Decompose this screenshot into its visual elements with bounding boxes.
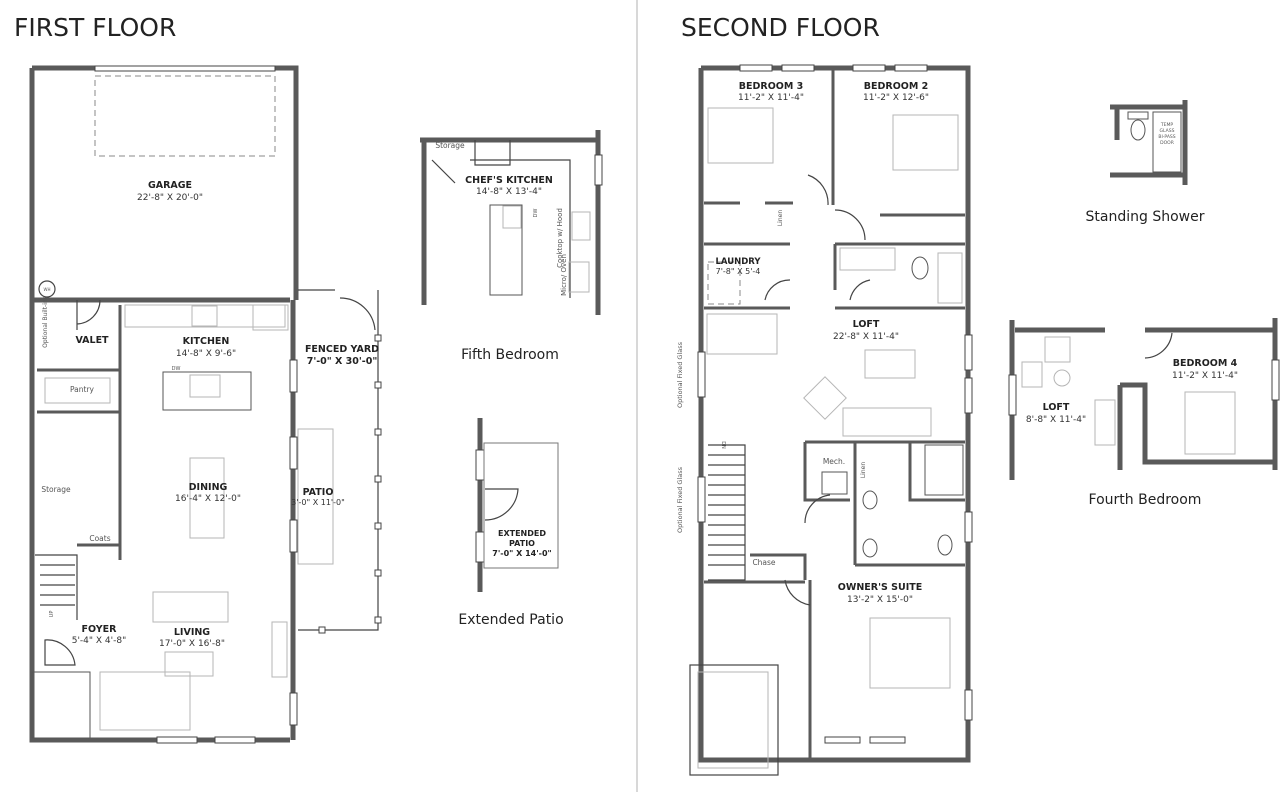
stairs-down-label: DN <box>720 441 726 449</box>
linen-label-2: Linen <box>860 462 867 479</box>
extended-patio-dims: 7'-0" X 14'-0" <box>492 549 551 558</box>
garage-dims: 22'-8" X 20'-0" <box>137 193 203 203</box>
patio-label: PATIO <box>303 487 334 498</box>
loft-option-dims: 8'-8" X 11'-4" <box>1026 415 1086 425</box>
loft-label: LOFT <box>853 319 880 330</box>
living-label: LIVING <box>174 627 210 638</box>
shower-note-2: GLASS <box>1160 128 1175 134</box>
chef-storage-label: Storage <box>435 141 465 150</box>
chase-label: Chase <box>752 558 775 567</box>
dishwasher-label: DW <box>172 366 181 372</box>
fourth-bedroom-caption: Fourth Bedroom <box>1089 492 1202 508</box>
living-dims: 17'-0" X 16'-8" <box>159 639 225 649</box>
fenced-yard-label: FENCED YARD <box>305 344 379 355</box>
loft-option-label: LOFT <box>1043 402 1070 413</box>
coats-label: Coats <box>89 534 110 543</box>
patio-dims: 3'-0" X 11'-0" <box>291 498 345 507</box>
water-heater-label: WH <box>44 287 51 292</box>
optional-builtins-label: Optional Built-ins <box>42 296 49 348</box>
kitchen-label: KITCHEN <box>183 336 230 347</box>
fourth-bedroom-option-plan <box>1008 318 1280 480</box>
fifth-bedroom-caption: Fifth Bedroom <box>461 347 559 363</box>
mech-label: Mech. <box>823 457 845 466</box>
shower-note-1: TEMP <box>1160 122 1173 128</box>
bedroom2-label: BEDROOM 2 <box>864 81 928 92</box>
extended-patio-line1: EXTENDED <box>498 529 546 538</box>
bedroom4-dims: 11'-2" X 11'-4" <box>1172 371 1238 381</box>
extended-patio-option-plan <box>475 418 559 592</box>
shower-note-4: DOOR <box>1160 140 1174 146</box>
laundry-label: LAUNDRY <box>715 257 761 267</box>
bedroom4-label: BEDROOM 4 <box>1173 358 1238 369</box>
loft-dims: 22'-8" X 11'-4" <box>833 332 899 342</box>
shower-note-3: BI-PASS <box>1158 134 1175 140</box>
micro-oven-label: Micro/ Oven <box>560 254 568 296</box>
bedroom3-label: BEDROOM 3 <box>739 81 803 92</box>
optional-fixed-glass-label-2: Optional Fixed Glass <box>676 466 684 533</box>
second-floor-title: SECOND FLOOR <box>681 13 880 42</box>
garage-label: GARAGE <box>148 180 192 191</box>
cooktop-label: Cooktop w/ Hood <box>556 208 564 268</box>
standing-shower-option-plan <box>1110 100 1188 185</box>
laundry-dims: 7'-8" X 5'-4 <box>716 267 761 276</box>
foyer-label: FOYER <box>82 624 118 635</box>
extended-patio-line2: PATIO <box>509 539 535 548</box>
dining-label: DINING <box>189 482 228 493</box>
first-floor-title: FIRST FLOOR <box>14 13 176 42</box>
first-floor-plan <box>29 65 382 744</box>
kitchen-dims: 14'-8" X 9'-6" <box>176 349 236 359</box>
extended-patio-caption: Extended Patio <box>458 612 563 628</box>
optional-fixed-glass-label-1: Optional Fixed Glass <box>676 341 684 408</box>
chefs-kitchen-dims: 14'-8" X 13'-4" <box>476 187 542 197</box>
storage-label: Storage <box>41 485 71 494</box>
chef-dw-label: DW <box>533 209 539 218</box>
dining-dims: 16'-4" X 12'-0" <box>175 494 241 504</box>
bedroom3-dims: 11'-2" X 11'-4" <box>738 93 804 103</box>
foyer-dims: 5'-4" X 4'-8" <box>72 636 127 646</box>
owners-suite-dims: 13'-2" X 15'-0" <box>847 595 913 605</box>
linen-label: Linen <box>777 210 784 227</box>
standing-shower-caption: Standing Shower <box>1086 209 1205 225</box>
owners-suite-label: OWNER'S SUITE <box>838 582 922 593</box>
valet-label: VALET <box>75 335 109 346</box>
bedroom2-dims: 11'-2" X 12'-6" <box>863 93 929 103</box>
chefs-kitchen-label: CHEF'S KITCHEN <box>465 175 553 186</box>
stairs-up-label: UP <box>49 611 55 618</box>
fenced-yard-dims: 7'-0" X 30'-0" <box>307 356 378 367</box>
second-floor-plan <box>689 64 973 776</box>
fifth-bedroom-option-plan <box>420 130 603 315</box>
pantry-label: Pantry <box>70 385 95 394</box>
